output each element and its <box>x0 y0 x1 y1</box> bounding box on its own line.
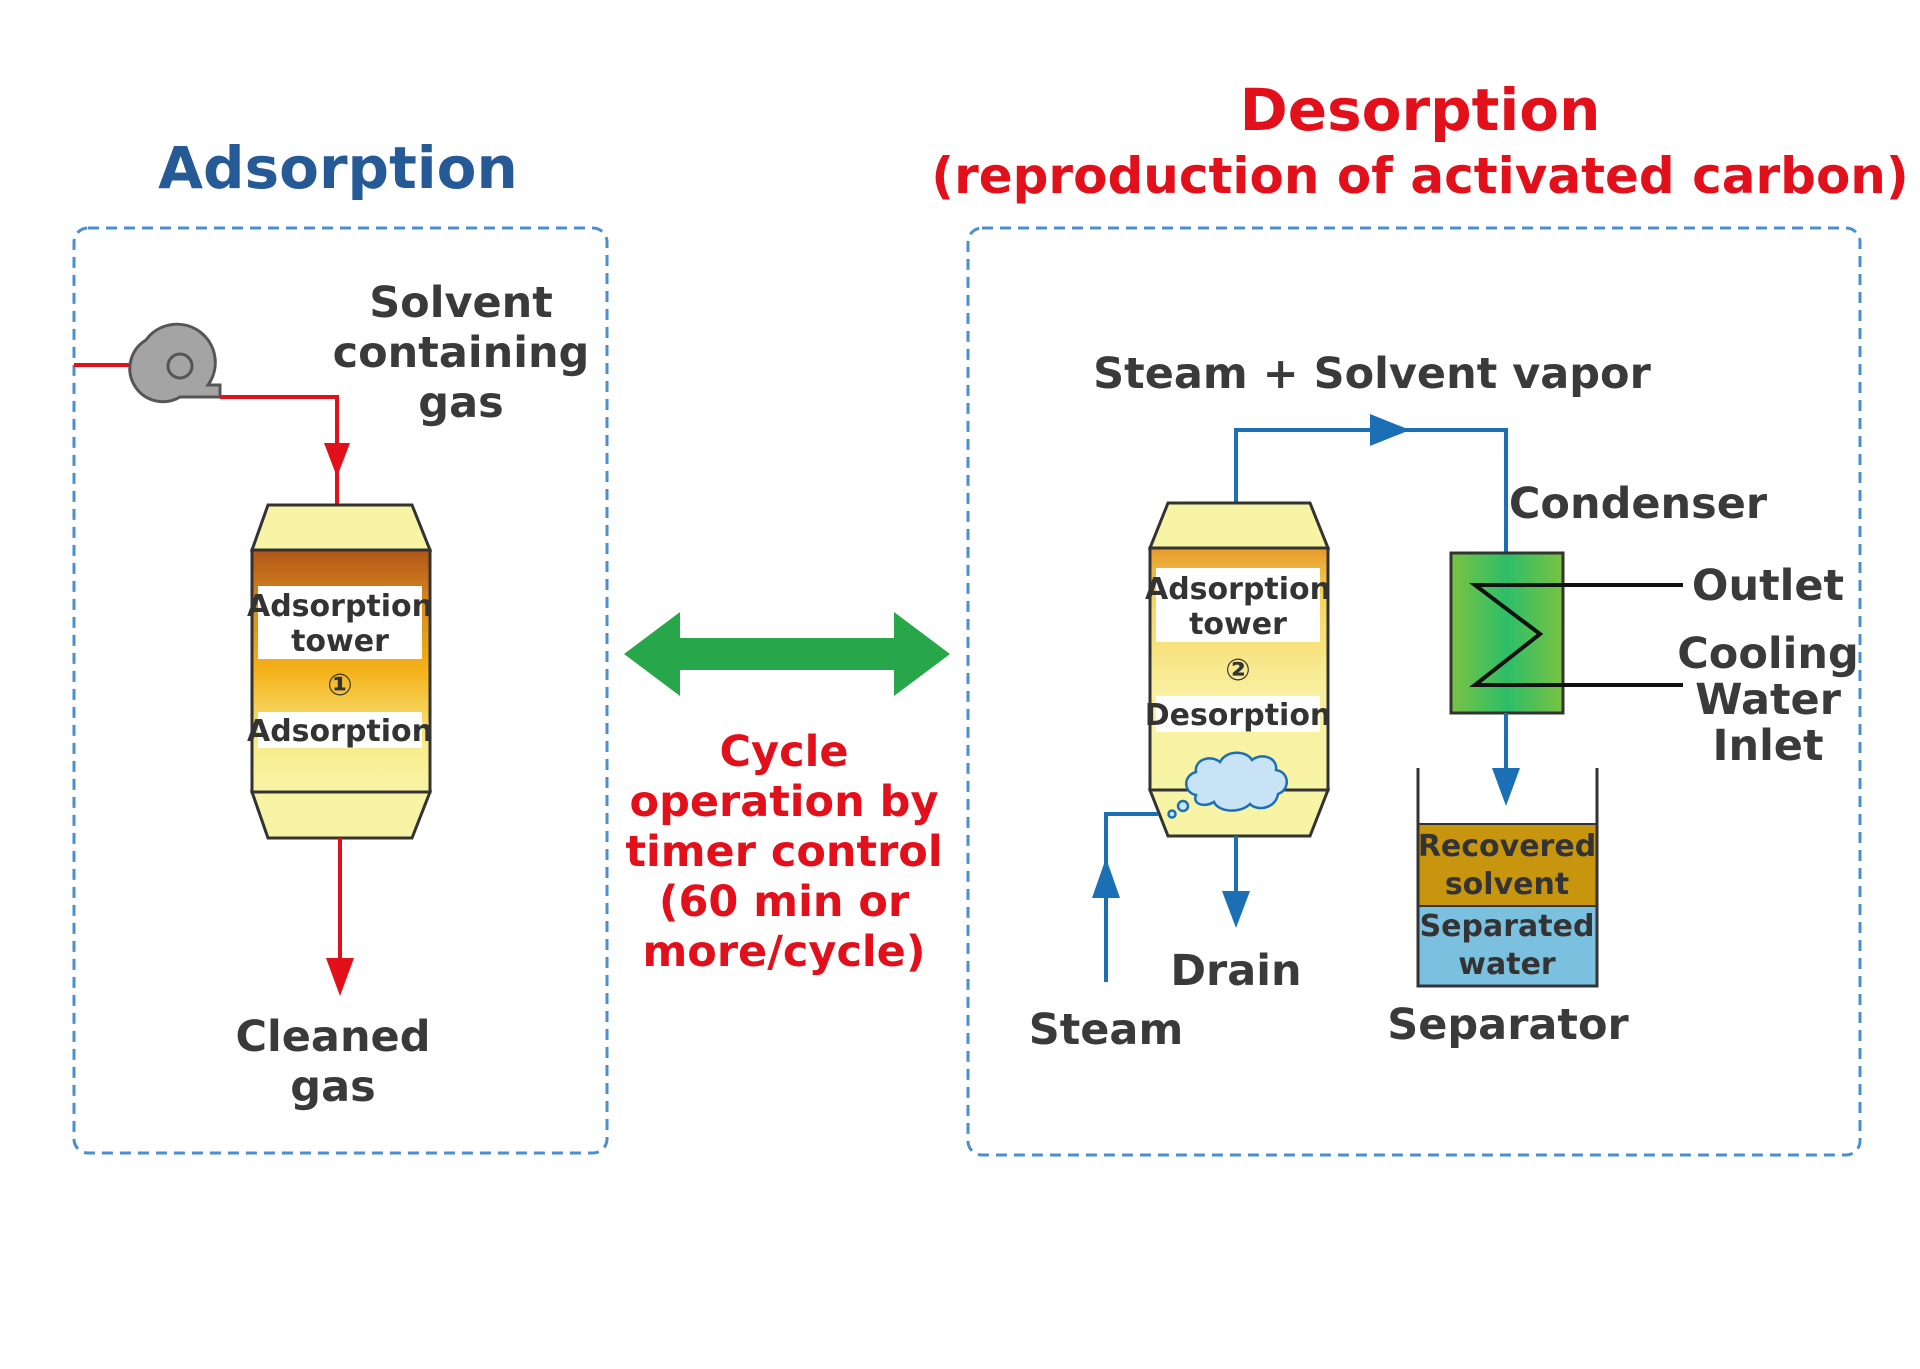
cooling-coil <box>1469 583 1683 687</box>
steam-cloud-icon <box>1167 751 1288 819</box>
steam-pipe <box>1104 812 1158 982</box>
outlet-arrow <box>326 958 354 996</box>
condenser <box>1449 551 1565 715</box>
cycle-label-line2: operation by <box>630 777 939 827</box>
vapor-arrow <box>1370 414 1410 446</box>
solvent-layer-line1: Recovered <box>1418 829 1596 864</box>
feed-arrow <box>324 443 350 477</box>
solvent-gas-label-line2: containing <box>333 328 590 378</box>
tower1-number: ① <box>327 668 352 703</box>
cleaned-gas-label-line2: gas <box>290 1062 375 1112</box>
cycle-label-line5: more/cycle) <box>643 927 926 977</box>
cycle-label-line3: timer control <box>625 827 942 877</box>
tower2-state: Desorption <box>1145 698 1332 733</box>
tower2-number: ② <box>1225 653 1250 688</box>
vapor-label: Steam + Solvent vapor <box>1093 349 1651 399</box>
drain-arrow <box>1222 891 1250 928</box>
cooling-label-line2: Water <box>1695 675 1842 725</box>
water-layer-line2: water <box>1458 947 1556 982</box>
blower-fan-icon <box>128 322 222 404</box>
adsorption-tower-2 <box>1147 501 1331 838</box>
adsorption-title: Adsorption <box>158 134 518 202</box>
tower1-state: Adsorption <box>247 714 433 749</box>
tower1-name-line2: tower <box>291 624 389 659</box>
water-layer-line1: Separated <box>1420 909 1595 944</box>
desorption-title: Desorption <box>1240 76 1601 144</box>
desorption-frame <box>966 226 1862 1157</box>
tower2-name-line2: tower <box>1189 607 1287 642</box>
separator-tank <box>1416 768 1599 988</box>
solvent-gas-label-line3: gas <box>418 378 503 428</box>
cycle-label-line4: (60 min or <box>659 877 910 927</box>
solvent-layer-line2: solvent <box>1445 867 1569 902</box>
adsorption-frame <box>72 226 609 1155</box>
tower2-name-line1: Adsorption <box>1145 572 1331 607</box>
separator-label: Separator <box>1387 1000 1629 1050</box>
cooling-label-line3: Inlet <box>1712 721 1823 771</box>
cycle-label-line1: Cycle <box>720 727 849 777</box>
cycle-double-arrow <box>624 612 950 696</box>
desorption-subtitle: (reproduction of activated carbon) <box>931 147 1909 205</box>
cleaned-gas-label-line1: Cleaned <box>235 1012 430 1062</box>
solvent-gas-label-line1: Solvent <box>369 278 553 328</box>
adsorption-tower-1 <box>249 503 433 840</box>
condenser-label: Condenser <box>1509 479 1768 529</box>
condensate-arrow <box>1492 768 1520 806</box>
cooling-label-line1: Cooling <box>1677 629 1859 679</box>
feed-pipe <box>220 395 339 445</box>
steam-arrow <box>1092 858 1120 898</box>
outlet-label: Outlet <box>1692 561 1844 611</box>
drain-label: Drain <box>1170 946 1301 996</box>
steam-label: Steam <box>1029 1005 1184 1055</box>
tower1-name-line1: Adsorption <box>247 589 433 624</box>
